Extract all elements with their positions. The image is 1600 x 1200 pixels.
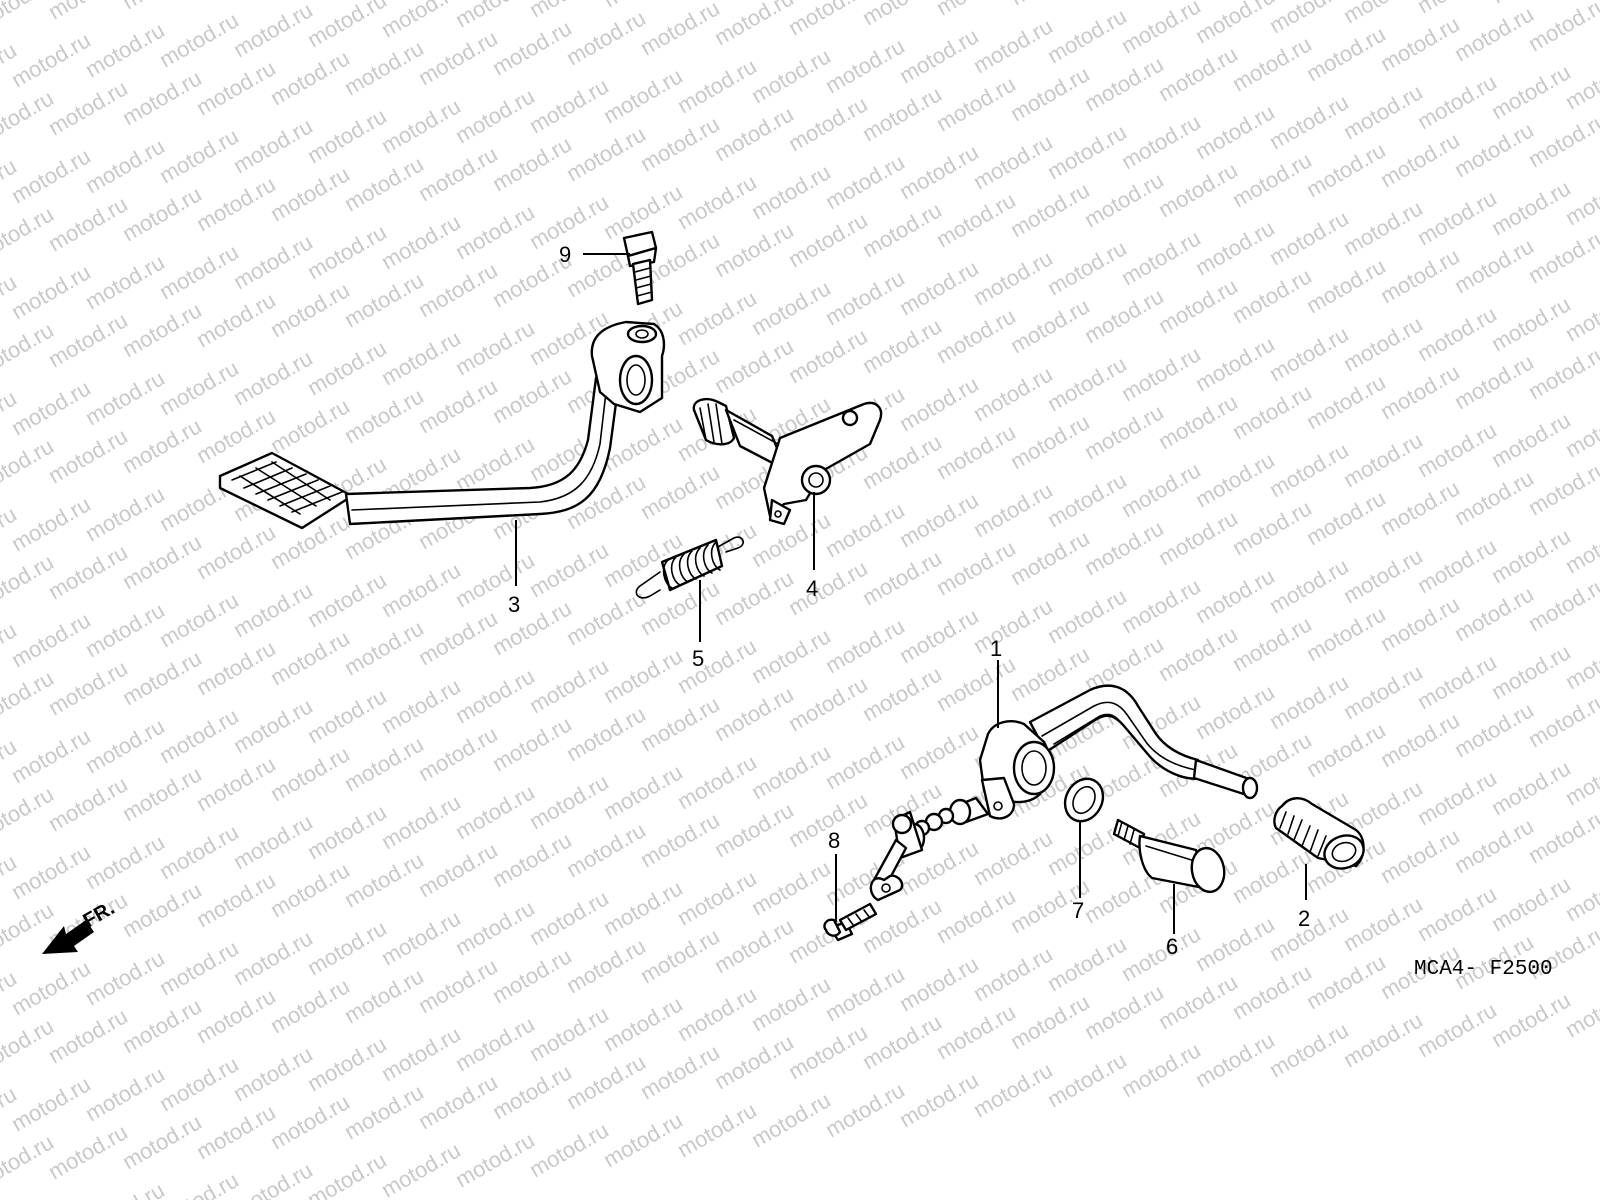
- callout-3: 3: [508, 592, 520, 617]
- part-rubber-2[interactable]: [1273, 797, 1368, 874]
- callout-labels: 9 3 4 5 1 2 6 7 8: [508, 242, 1310, 959]
- part-brake-pedal-3[interactable]: [218, 320, 666, 530]
- part-spring-5[interactable]: [635, 536, 745, 599]
- shift-linkage-rod[interactable]: [869, 796, 990, 902]
- leader-lines: [515, 253, 1307, 934]
- callout-4: 4: [806, 576, 818, 601]
- part-pivot-arm-4[interactable]: [692, 398, 883, 526]
- callout-1: 1: [990, 636, 1002, 661]
- callout-9: 9: [559, 242, 571, 267]
- part-washer-7[interactable]: [1058, 772, 1110, 828]
- callout-6: 6: [1166, 934, 1178, 959]
- part-pivot-bolt-6[interactable]: [1112, 818, 1228, 894]
- part-shift-pedal-1[interactable]: [978, 684, 1259, 820]
- part-bolt-8[interactable]: [823, 902, 878, 942]
- watermark-text: motod.ru: [1598, 0, 1600, 46]
- callout-2: 2: [1298, 906, 1310, 931]
- front-arrow-icon: [42, 920, 94, 954]
- callout-5: 5: [692, 646, 704, 671]
- callout-7: 7: [1072, 898, 1084, 923]
- callout-8: 8: [828, 828, 840, 853]
- part-bolt-9[interactable]: [622, 230, 658, 306]
- diagram-code: MCA4- F2500: [1414, 958, 1553, 981]
